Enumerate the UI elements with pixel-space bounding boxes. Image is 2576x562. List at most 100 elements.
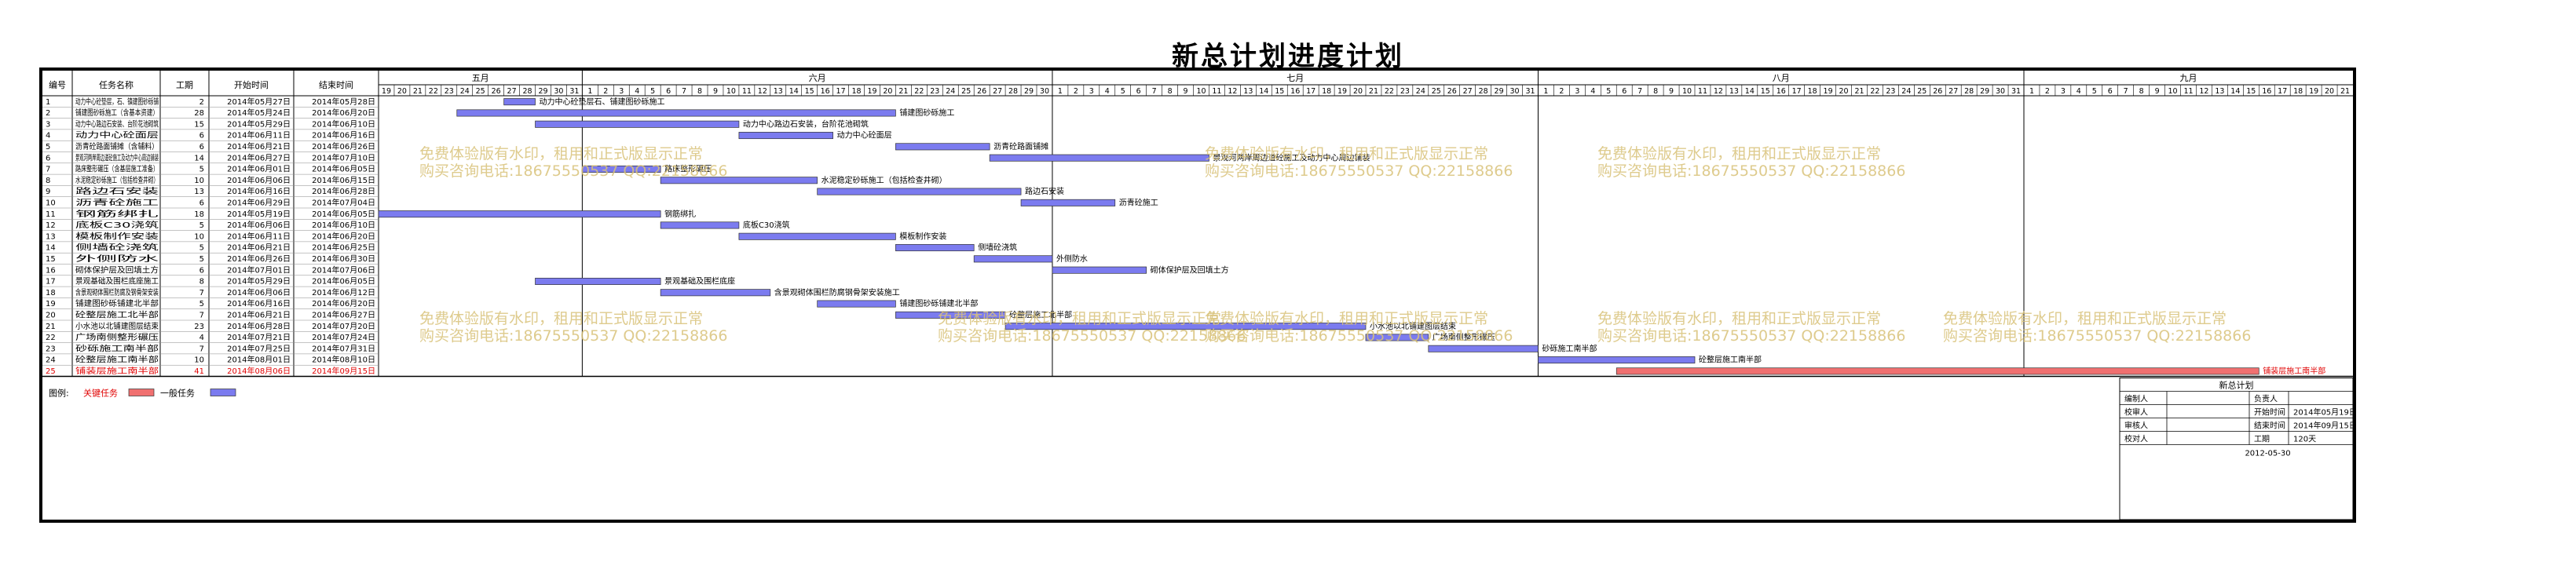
task-id: 4 (46, 132, 50, 140)
task-end: 2014年06月05日 (312, 276, 375, 286)
day-label: 18 (2293, 87, 2303, 96)
task-name: 砂砾施工南半部 (75, 343, 159, 353)
task-bar (1428, 345, 1539, 352)
legend-label: 图例: (49, 388, 69, 399)
day-label: 24 (460, 87, 470, 96)
day-label: 19 (1824, 87, 1833, 96)
task-duration: 5 (199, 166, 204, 174)
day-label: 16 (1776, 87, 1786, 96)
task-start: 2014年06月21日 (227, 310, 291, 320)
task-id: 1 (46, 98, 50, 107)
task-bar-label: 砌体保护层及回填土方 (1151, 265, 1229, 275)
task-start: 2014年05月29日 (227, 119, 291, 129)
day-label: 29 (1495, 87, 1504, 96)
task-bar (817, 188, 1022, 195)
task-name: 小水池以北铺建图层结束 (75, 321, 159, 331)
month-label: 九月 (2180, 73, 2197, 83)
task-end: 2014年09月15日 (312, 366, 375, 376)
task-duration: 18 (194, 210, 204, 219)
task-id: 5 (46, 143, 50, 151)
watermark-line-2: 购买咨询电话:18675550537 QQ:22158866 (1205, 162, 1513, 180)
task-start: 2014年05月19日 (227, 209, 291, 219)
day-label: 17 (2278, 87, 2287, 96)
task-name: 底板C30浇筑 (75, 220, 159, 230)
day-label: 12 (1714, 87, 1723, 96)
task-id: 25 (46, 367, 56, 376)
task-bar (582, 165, 661, 173)
day-label: 2 (1074, 87, 1078, 96)
day-label: 15 (2246, 87, 2256, 96)
day-label: 1 (1058, 87, 1063, 96)
day-label: 20 (1353, 87, 1363, 96)
task-name: 模板制作安装 (75, 231, 159, 241)
watermark-line-2: 购买咨询电话:18675550537 QQ:22158866 (419, 162, 727, 180)
task-duration: 6 (199, 132, 204, 140)
day-label: 29 (1024, 87, 1034, 96)
day-label: 23 (930, 87, 939, 96)
task-id: 10 (46, 199, 56, 208)
day-label: 26 (1933, 87, 1942, 96)
info-cell: 编制人 (2124, 394, 2148, 404)
task-name: 铺装层施工南半部 (75, 366, 159, 376)
task-id: 24 (46, 356, 56, 365)
day-label: 7 (682, 87, 686, 96)
day-label: 20 (2325, 87, 2334, 96)
day-label: 27 (993, 87, 1002, 96)
task-bar-label: 侧墙砼浇筑 (978, 243, 1017, 253)
day-label: 3 (2061, 87, 2066, 96)
day-label: 3 (619, 87, 624, 96)
day-label: 8 (697, 87, 702, 96)
task-bar-label: 砂砾施工南半部 (1542, 343, 1597, 353)
task-name: 路床整形碾压（含基层施工准备） (75, 164, 159, 174)
day-label: 8 (2139, 87, 2144, 96)
task-start: 2014年06月16日 (227, 298, 291, 308)
task-start: 2014年06月16日 (227, 186, 291, 196)
info-cell: 校对人 (2124, 434, 2148, 444)
info-title: 新总计划 (2219, 380, 2254, 391)
day-label: 22 (1385, 87, 1394, 96)
task-name: 景观河两岸周边道砼施工及动力中心周边铺装 (75, 152, 159, 162)
day-label: 28 (1008, 87, 1018, 96)
task-bar-label: 模板制作安装 (899, 231, 946, 241)
task-name: 外侧防水 (75, 254, 159, 264)
task-bar (989, 154, 1209, 162)
day-label: 19 (2309, 87, 2318, 96)
day-label: 24 (946, 87, 955, 96)
month-label: 六月 (809, 73, 826, 83)
task-end: 2014年06月20日 (312, 231, 375, 241)
day-label: 30 (1040, 87, 1049, 96)
day-label: 21 (413, 87, 423, 96)
column-header-start: 开始时间 (234, 79, 269, 90)
day-label: 19 (1337, 87, 1347, 96)
day-label: 23 (1886, 87, 1895, 96)
day-label: 7 (1637, 87, 1642, 96)
day-label: 17 (1792, 87, 1802, 96)
day-label: 20 (883, 87, 892, 96)
task-duration: 10 (194, 356, 204, 365)
day-label: 26 (492, 87, 501, 96)
task-duration: 10 (194, 232, 204, 241)
day-label: 10 (1196, 87, 1206, 96)
task-id: 7 (46, 166, 50, 174)
day-label: 25 (1432, 87, 1441, 96)
day-label: 20 (1839, 87, 1849, 96)
task-id: 11 (46, 210, 56, 219)
task-end: 2014年06月12日 (312, 287, 375, 297)
info-box (2119, 378, 2353, 520)
task-duration: 7 (199, 289, 204, 297)
watermark-line-2: 购买咨询电话:18675550537 QQ:22158866 (938, 327, 1246, 345)
day-label: 11 (742, 87, 752, 96)
watermark-line-2: 购买咨询电话:18675550537 QQ:22158866 (1597, 327, 1905, 345)
day-label: 5 (2092, 87, 2097, 96)
day-label: 10 (2168, 87, 2178, 96)
task-name: 沥青砼路面铺摊（含辅料） (75, 141, 159, 151)
info-cell: 审核人 (2124, 421, 2148, 431)
task-start: 2014年05月24日 (227, 108, 291, 118)
task-duration: 7 (199, 345, 204, 353)
day-label: 2 (2045, 87, 2050, 96)
task-bar (660, 289, 771, 297)
task-bar-label: 底板C30浇筑 (743, 220, 790, 230)
task-id: 21 (46, 323, 56, 331)
month-label: 七月 (1286, 73, 1304, 83)
day-label: 21 (2340, 87, 2350, 96)
